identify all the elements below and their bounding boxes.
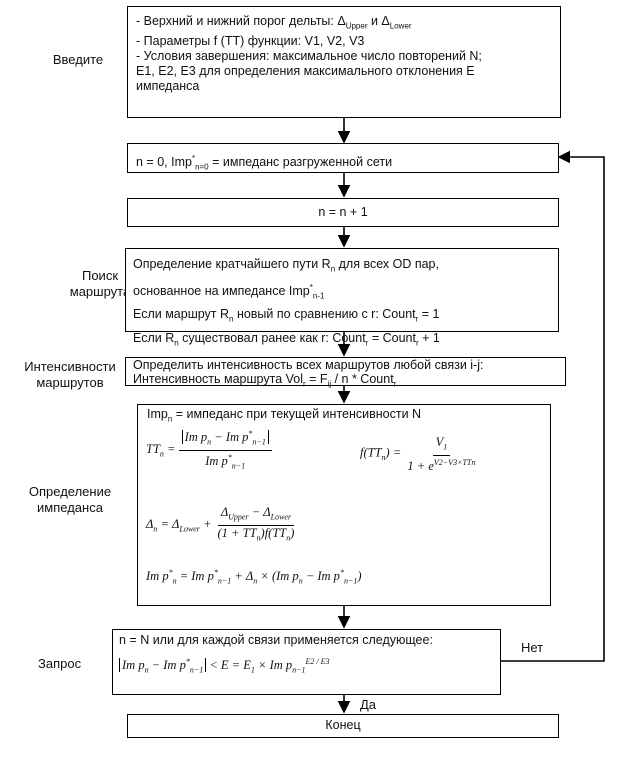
intensity-line-1: Определить интенсивность всех маршрутов … [133,358,484,372]
intensity-line-2: Интенсивность маршрута Volr = Fij / n * … [133,372,397,389]
input-line-params: - Параметры f (TT) функции: V1, V2, V3 [136,33,365,48]
query-line-1: n = N или для каждой связи применяется с… [119,633,433,647]
label-impedance: Определение импеданса [28,484,112,515]
impedance-line-1: Impn = импеданс при текущей интенсивност… [147,407,422,424]
input-box: - Верхний и нижний порог дельты: ΔUpper … [127,6,561,118]
arrow-loop-no [501,150,605,662]
query-box: n = N или для каждой связи применяется с… [112,629,501,695]
init-box: n = 0, Imp*n=0 = импеданс разгруженной с… [127,143,559,173]
label-query: Запрос [38,656,82,671]
label-route-search: Поиск маршрута [69,268,131,299]
formula-stop-condition: Im pn − Im p*n−1 < E = E1 × Im pn−1E2 / … [119,654,494,678]
increment-box: n = n + 1 [127,198,559,227]
input-line-eps: E1, E2, E3 для определения максимального… [136,63,475,78]
end-box: Конец [127,714,559,738]
route-line-2: основанное на импедансе Imp*n-1 [133,282,325,301]
route-line-4: Если Rn существовал ранее как r: Countr … [133,330,440,348]
formula-delta: Δn = ΔLower + ΔUpper − ΔLower(1 + TTn)f(… [146,505,295,542]
route-line-3: Если маршрут Rn новый по сравнению с r: … [133,307,440,324]
route-box: Определение кратчайшего пути Rn для всех… [125,248,559,347]
label-input: Введите [52,52,104,67]
impedance-box: Impn = импеданс при текущей интенсивност… [137,404,551,606]
edge-label-no: Нет [521,640,544,655]
input-line-thresholds: - Верхний и нижний порог дельты: ΔUpper … [136,14,412,31]
intensity-box: Определить интенсивность всех маршрутов … [125,357,566,389]
input-line-imp: импеданса [136,78,200,93]
label-route-intensity: Интенсивности маршрутов [24,359,116,390]
edge-label-yes: Да [360,697,377,712]
input-line-stop: - Условия завершения: максимальное число… [136,48,482,63]
formula-imp-update: Im p*n = Im p*n−1 + Δn × (Im pn − Im p*n… [146,568,362,586]
route-line-1: Определение кратчайшего пути Rn для всех… [133,257,439,274]
